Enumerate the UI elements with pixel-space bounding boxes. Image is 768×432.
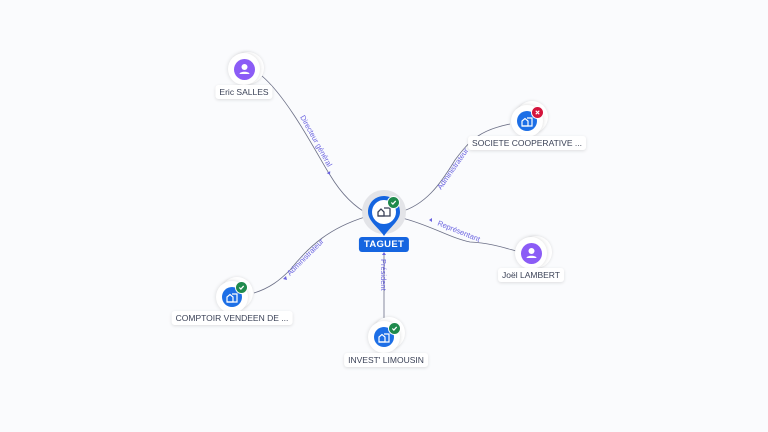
node-circle [368, 321, 400, 353]
edge-arrow [429, 218, 432, 222]
person-icon [233, 58, 255, 80]
edge-administrateur-societe [399, 123, 511, 213]
edge-label-president: Président [379, 259, 388, 292]
node-circle [228, 53, 260, 85]
check-icon [235, 281, 248, 294]
close-icon [531, 106, 544, 119]
node-label[interactable]: Joël LAMBERT [498, 268, 564, 282]
edge-arrow [283, 276, 287, 280]
edge-arrow [326, 171, 331, 175]
edge-label-representant: Représentant [436, 219, 482, 245]
node-label[interactable]: SOCIETE COOPERATIVE ... [468, 136, 586, 150]
check-icon [387, 196, 400, 209]
node-label[interactable]: COMPTOIR VENDEEN DE ... [171, 311, 293, 325]
check-icon [388, 322, 401, 335]
center-node-label[interactable]: TAGUET [358, 237, 410, 252]
person-icon [520, 242, 542, 264]
edge-label-administrateur-comptoir: Administrateur [285, 237, 326, 278]
company-icon [377, 207, 391, 217]
edge-administrateur-comptoir [253, 216, 366, 294]
edge-directeur-general [261, 75, 371, 216]
edge-label-administrateur-societe: Administrateur [435, 146, 470, 191]
node-label[interactable]: Eric SALLES [215, 85, 273, 99]
node-circle [515, 237, 547, 269]
node-label[interactable]: INVEST' LIMOUSIN [344, 353, 428, 367]
edge-arrow [382, 252, 386, 255]
edge-label-directeur-general: Directeur général [298, 114, 334, 169]
edge-representant [401, 217, 517, 252]
